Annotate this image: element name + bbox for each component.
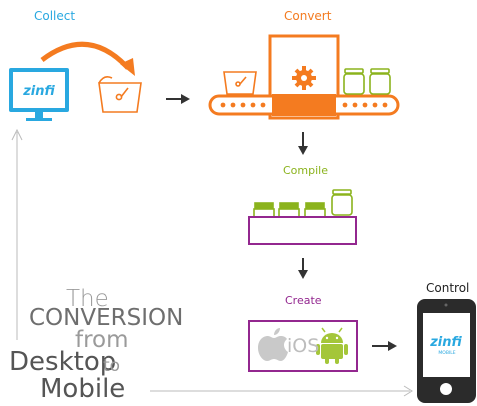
gear-icon [292,66,316,90]
return-arrowhead-up [11,128,23,141]
return-arrowhead-right [403,385,413,397]
ios-label: iOS [287,335,320,357]
stage-label-control: Control [426,281,470,295]
apple-logo-icon [258,328,288,361]
stage-label-collect: Collect [34,9,76,23]
title-line-to: to [103,356,121,376]
title-line-mobile: Mobile [40,374,126,404]
monitor-logo: zinfi [22,84,55,99]
bucket-icon [98,76,142,113]
stage-label-convert: Convert [284,9,332,23]
android-logo-icon [316,327,348,364]
desktop-monitor-icon: zinfi [9,68,69,121]
title-line-the: The [66,286,109,312]
compiled-jars-icon [253,189,353,218]
mobile-phone-icon: zinfi MOBILE [417,299,476,403]
curved-arrow-icon [40,41,130,70]
title-line-conversion: CONVERSION [29,305,184,331]
compile-box [248,216,357,245]
stage-label-create: Create [285,294,322,307]
title-line-desktop: Desktop [9,347,117,377]
phone-logo: zinfi [429,335,462,350]
phone-logo-sub: MOBILE [438,350,455,356]
stage-label-compile: Compile [283,164,328,177]
jars-icon [343,68,391,95]
title-line-from: from [75,327,129,353]
curved-arrow-head [120,58,135,76]
converter-machine-icon [208,34,400,120]
